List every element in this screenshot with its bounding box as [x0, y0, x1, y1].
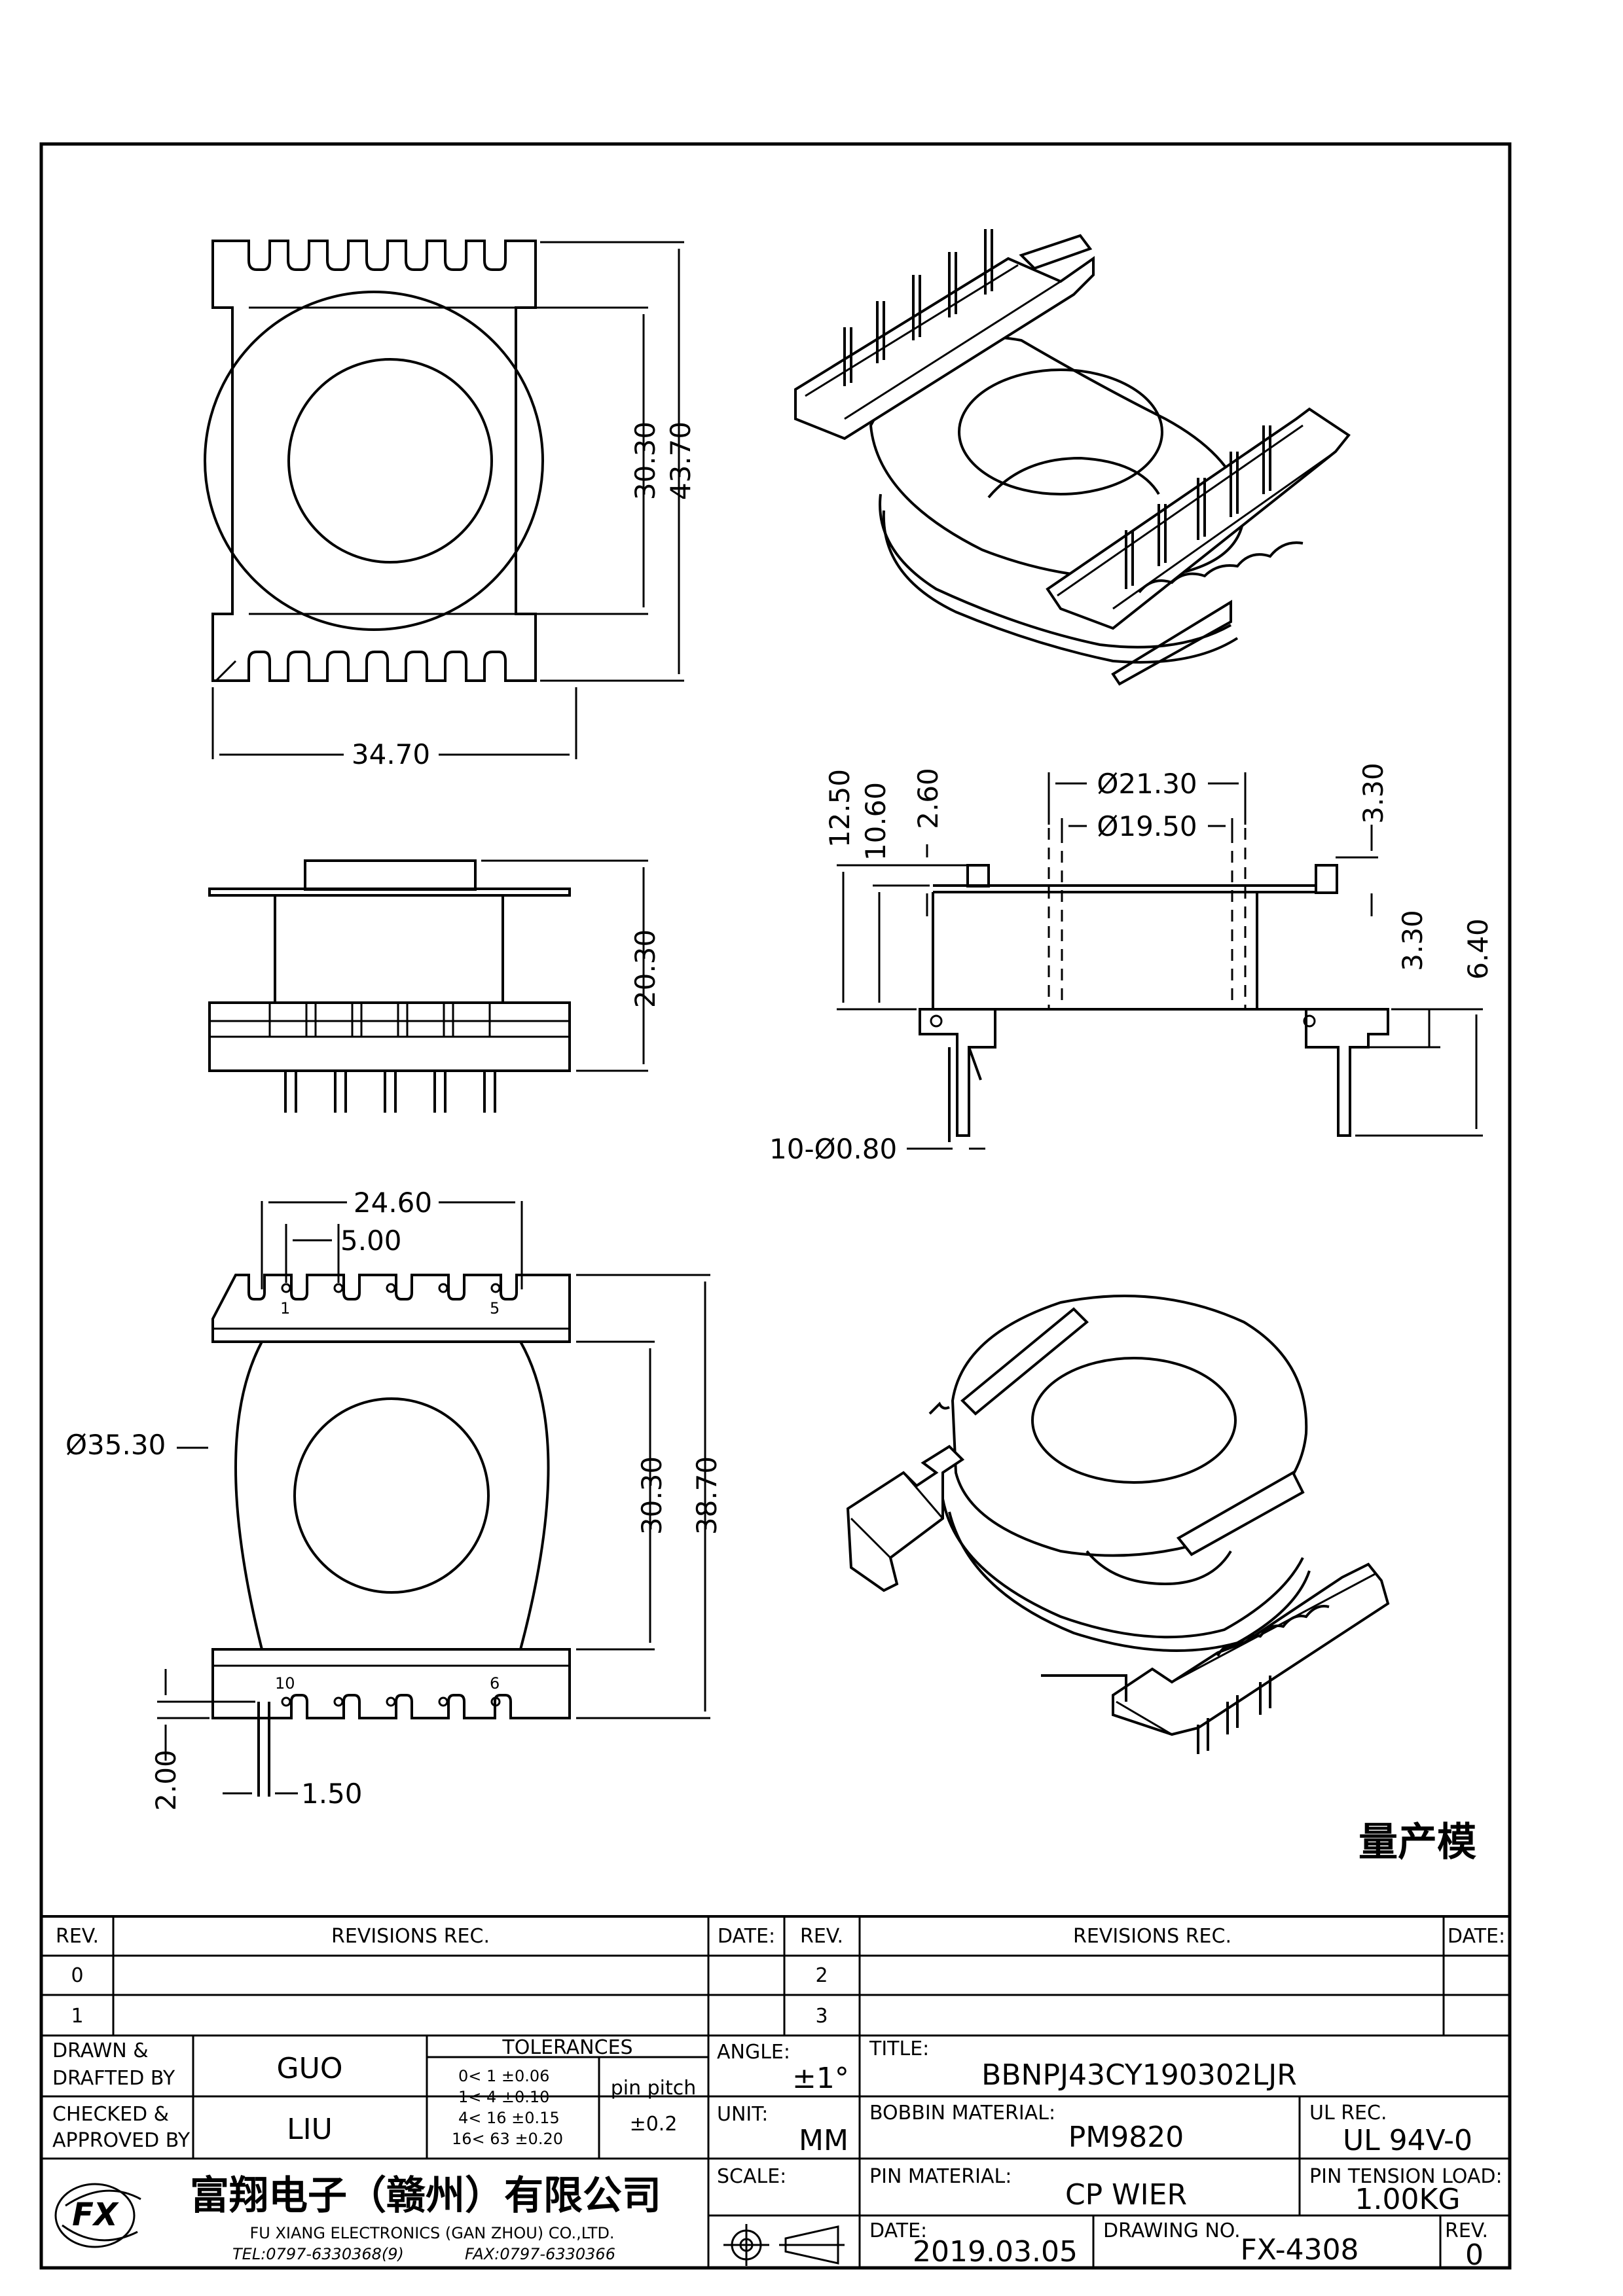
dim-pin-pitch: 5.00	[340, 1225, 402, 1257]
unit-label: UNIT:	[717, 2103, 768, 2126]
rev-label: REV.	[1445, 2219, 1488, 2242]
checked-label-1: CHECKED &	[52, 2103, 169, 2126]
drawn-label-2: DRAFTED BY	[52, 2067, 175, 2090]
pin-tension-value: 1.00KG	[1355, 2183, 1461, 2216]
bobbin-material-label: BOBBIN MATERIAL:	[869, 2102, 1055, 2125]
pin-material-value: CP WIER	[1065, 2178, 1187, 2212]
pin-label-5: 5	[490, 1299, 500, 1318]
side-view	[208, 859, 648, 1113]
date-value: 2019.03.05	[913, 2235, 1078, 2269]
dim-top-outer-height: 43.70	[665, 422, 697, 500]
dim-flange-dia: Ø35.30	[65, 1429, 166, 1461]
section-view	[837, 772, 1483, 1150]
dim-6-40: 6.40	[1462, 918, 1494, 980]
drawn-value: GUO	[277, 2052, 343, 2085]
dim-top-width: 34.70	[352, 738, 430, 770]
dim-pin-span: 24.60	[354, 1187, 432, 1219]
date-header-right: DATE:	[1448, 1925, 1505, 1948]
checked-value: LIU	[287, 2113, 333, 2146]
rev-header-left: REV.	[56, 1925, 99, 1948]
production-stamp: 量产模	[1359, 1820, 1476, 1865]
drawing-no-value: FX-4308	[1240, 2233, 1359, 2267]
rev-value: 0	[1465, 2238, 1484, 2272]
ul-value: UL 94V-0	[1343, 2124, 1472, 2157]
dim-3-30-mid: 3.30	[1396, 910, 1429, 971]
logo-text: FX	[72, 2197, 119, 2233]
date-label: DATE:	[869, 2219, 927, 2242]
pin-pitch-value: ±0.2	[630, 2113, 678, 2136]
pin-tension-label: PIN TENSION LOAD:	[1309, 2165, 1503, 2188]
revisions-header-left: REVISIONS REC.	[331, 1925, 490, 1948]
pin-material-label: PIN MATERIAL:	[869, 2165, 1012, 2188]
company-tel: TEL:0797-6330368(9)	[232, 2245, 404, 2263]
tol-row-3: 16< 63 ±0.20	[452, 2130, 563, 2148]
bobbin-material-value: PM9820	[1068, 2121, 1184, 2154]
company-cn: 富翔电子（赣州）有限公司	[190, 2173, 661, 2219]
drawing-no-label: DRAWING NO.	[1103, 2219, 1241, 2242]
drawn-label-1: DRAWN &	[52, 2039, 149, 2062]
revisions-header-right: REVISIONS REC.	[1073, 1925, 1231, 1948]
scale-label: SCALE:	[717, 2165, 786, 2188]
iso-view-top	[794, 229, 1351, 686]
dim-12-50: 12.50	[824, 769, 856, 848]
dim-bottom-outer-height: 38.70	[691, 1456, 723, 1535]
pin-pitch-label: pin pitch	[611, 2077, 697, 2100]
dim-pin-offset-h: 1.50	[301, 1778, 363, 1810]
ul-label: UL REC.	[1309, 2102, 1387, 2125]
rev-row-2: 2	[815, 1964, 828, 1987]
rev-row-1: 1	[71, 2005, 83, 2028]
iso-view-bottom	[846, 1295, 1390, 1754]
company-fax: FAX:0797-6330366	[465, 2245, 615, 2263]
company-en: FU XIANG ELECTRONICS (GAN ZHOU) CO.,LTD.	[249, 2224, 614, 2242]
top-view	[204, 240, 684, 759]
dim-pin-offset-v: 2.00	[150, 1749, 182, 1811]
sheet-border	[39, 142, 1512, 2270]
unit-value: MM	[799, 2124, 848, 2157]
dim-bottom-inner-height: 30.30	[636, 1456, 668, 1535]
pin-label-6: 6	[490, 1674, 500, 1693]
tol-row-2: 4< 16 ±0.15	[458, 2109, 560, 2127]
angle-label: ANGLE:	[717, 2041, 790, 2064]
angle-value: ±1°	[792, 2062, 849, 2095]
title-label: TITLE:	[869, 2037, 929, 2060]
rev-row-3: 3	[815, 2005, 828, 2028]
dim-d-outer: Ø21.30	[1097, 768, 1197, 800]
dim-top-inner-height: 30.30	[629, 422, 661, 500]
dim-d-inner: Ø19.50	[1097, 810, 1197, 842]
tolerances-label: TOLERANCES	[501, 2036, 632, 2059]
tol-row-0: 0< 1 ±0.06	[458, 2067, 549, 2085]
rev-row-0: 0	[71, 1964, 83, 1987]
checked-label-2: APPROVED BY	[52, 2129, 191, 2152]
dim-3-30-top: 3.30	[1357, 762, 1389, 824]
title-block	[41, 1915, 1510, 2268]
dim-10-60: 10.60	[860, 782, 892, 861]
title-value: BBNPJ43CY190302LJR	[981, 2058, 1297, 2092]
date-header-left: DATE:	[718, 1925, 775, 1948]
dim-side-height: 20.30	[629, 929, 661, 1008]
rev-header-right: REV.	[800, 1925, 843, 1948]
dim-pins-note: 10-Ø0.80	[769, 1133, 897, 1165]
tol-row-1: 1< 4 ±0.10	[458, 2088, 549, 2106]
pin-label-10: 10	[275, 1674, 295, 1693]
dim-2-60: 2.60	[912, 768, 944, 829]
pin-label-1: 1	[280, 1299, 290, 1318]
bottom-view	[157, 1201, 710, 1797]
